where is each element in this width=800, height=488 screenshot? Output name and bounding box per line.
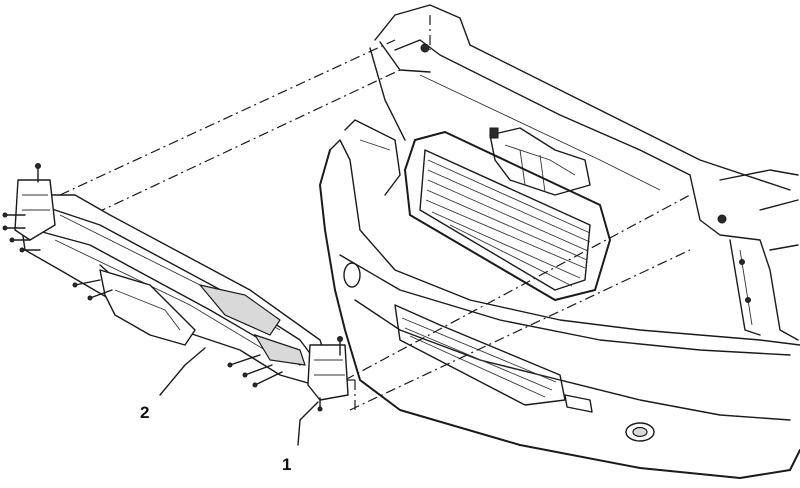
vehicle-front-end — [319, 4, 800, 479]
grille — [404, 131, 611, 301]
hood-latch — [489, 127, 591, 196]
fastener-bolts — [2, 163, 343, 412]
front-bumper-fascia — [319, 139, 800, 479]
callout-1-label: 1 — [282, 455, 291, 474]
callout-2: 2 — [140, 347, 206, 422]
callout-2-label: 2 — [140, 403, 149, 422]
callout-1: 1 — [282, 401, 319, 474]
assembly-lines — [59, 15, 691, 411]
bumper-impact-bar — [14, 179, 349, 401]
